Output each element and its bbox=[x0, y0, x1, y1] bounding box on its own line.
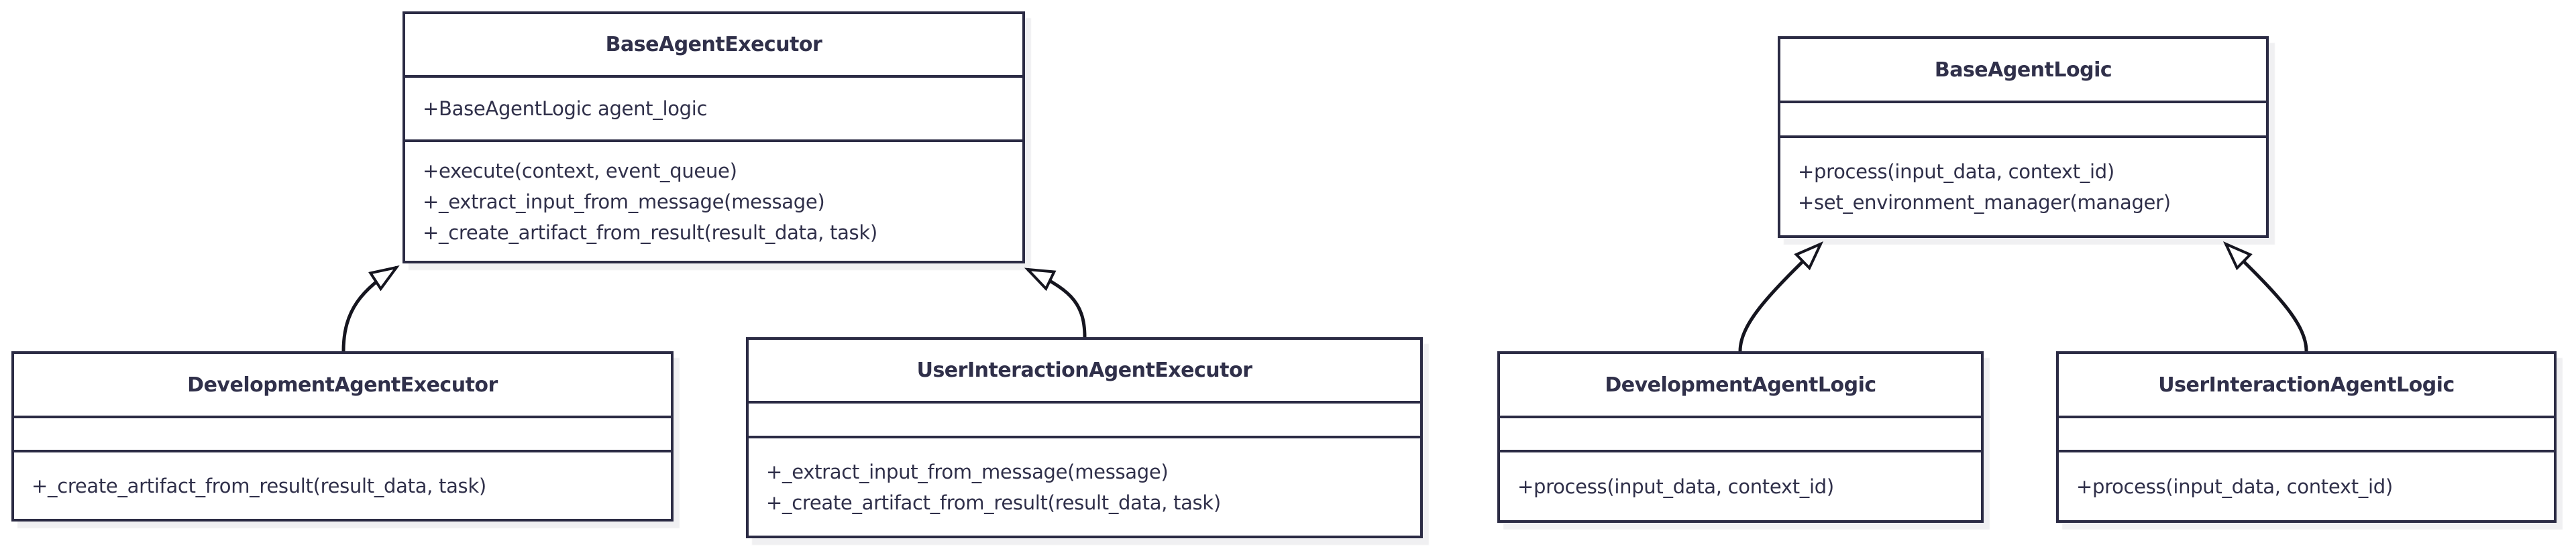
class-method: +_create_artifact_from_result(result_dat… bbox=[766, 491, 1221, 514]
class-methods: +execute(context, event_queue) +_extract_… bbox=[405, 139, 1022, 261]
class-box-user-interaction-agent-logic: UserInteractionAgentLogic +process(input… bbox=[2056, 351, 2557, 523]
class-box-base-agent-executor: BaseAgentExecutor +BaseAgentLogic agent_… bbox=[402, 11, 1025, 263]
class-method: +set_environment_manager(manager) bbox=[1798, 190, 2171, 214]
edge-development-agent-logic-to-base-agent-logic bbox=[1738, 241, 1824, 352]
class-title: UserInteractionAgentLogic bbox=[2158, 373, 2455, 397]
edge-development-agent-executor-to-base-agent-executor bbox=[341, 265, 400, 352]
class-method: +_create_artifact_from_result(result_dat… bbox=[32, 474, 486, 497]
class-box-development-agent-executor: DevelopmentAgentExecutor +_create_artifa… bbox=[11, 351, 674, 522]
class-methods: +process(input_data, context_id) +set_env… bbox=[1780, 135, 2266, 235]
class-attributes bbox=[1500, 416, 1981, 450]
class-method: +execute(context, event_queue) bbox=[423, 159, 737, 182]
edge-user-interaction-agent-logic-to-base-agent-logic bbox=[2222, 241, 2308, 352]
class-box-user-interaction-agent-executor: UserInteractionAgentExecutor +_extract_i… bbox=[746, 337, 1423, 538]
class-methods: +_create_artifact_from_result(result_dat… bbox=[14, 450, 671, 519]
class-box-base-agent-logic: BaseAgentLogic +process(input_data, cont… bbox=[1778, 36, 2269, 238]
class-attributes bbox=[1780, 101, 2266, 135]
edge-user-interaction-agent-executor-to-base-agent-executor bbox=[1024, 267, 1087, 338]
class-title: DevelopmentAgentLogic bbox=[1605, 373, 1876, 397]
class-title: BaseAgentLogic bbox=[1934, 58, 2112, 82]
class-attribute: +BaseAgentLogic agent_logic bbox=[423, 97, 708, 120]
class-title: DevelopmentAgentExecutor bbox=[187, 373, 498, 397]
class-title: UserInteractionAgentExecutor bbox=[916, 359, 1252, 382]
class-attributes bbox=[749, 401, 1420, 436]
class-title: BaseAgentExecutor bbox=[605, 33, 822, 56]
class-method: +process(input_data, context_id) bbox=[1798, 160, 2114, 183]
class-attributes: +BaseAgentLogic agent_logic bbox=[405, 75, 1022, 139]
class-method: +_create_artifact_from_result(result_dat… bbox=[423, 221, 877, 244]
class-method: +_extract_input_from_message(message) bbox=[423, 190, 825, 213]
class-methods: +_extract_input_from_message(message) +_c… bbox=[749, 436, 1420, 536]
class-attributes bbox=[2059, 416, 2554, 450]
class-method: +process(input_data, context_id) bbox=[1517, 475, 1834, 498]
class-box-development-agent-logic: DevelopmentAgentLogic +process(input_dat… bbox=[1497, 351, 1984, 523]
class-methods: +process(input_data, context_id) bbox=[2059, 450, 2554, 520]
class-attributes bbox=[14, 416, 671, 450]
class-method: +_extract_input_from_message(message) bbox=[766, 460, 1169, 483]
class-method: +process(input_data, context_id) bbox=[2076, 475, 2393, 498]
class-methods: +process(input_data, context_id) bbox=[1500, 450, 1981, 520]
